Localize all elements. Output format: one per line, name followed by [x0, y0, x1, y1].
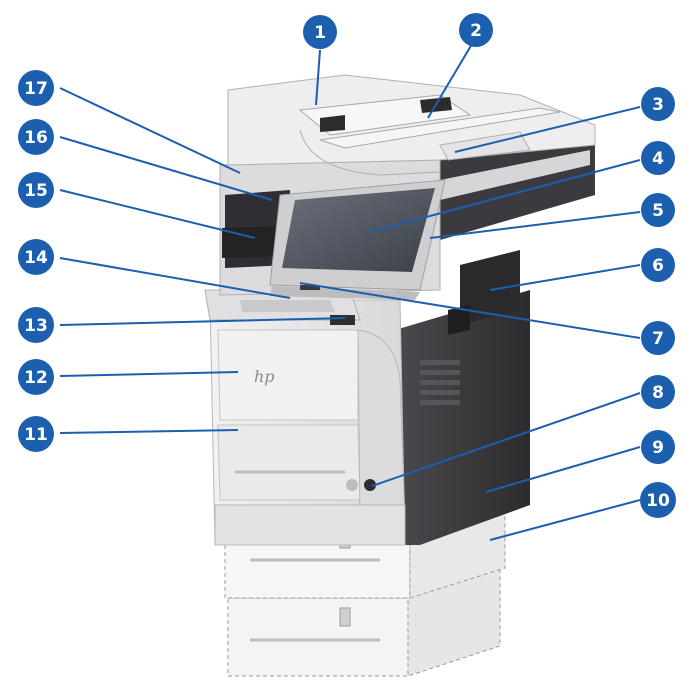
callout-label-9: 9	[652, 438, 664, 458]
callout-label-5: 5	[652, 201, 664, 221]
leader-14	[59, 257, 291, 299]
callout-12: 12	[18, 359, 54, 395]
leader-3	[454, 106, 641, 153]
callouts: 1 2 3 4 5 6 7 8	[18, 13, 676, 518]
power-button	[364, 479, 376, 491]
leader-1	[315, 49, 321, 106]
hp-logo: hp	[254, 367, 275, 386]
callout-10: 10	[640, 482, 676, 518]
callout-label-15: 15	[24, 181, 48, 201]
callout-15: 15	[18, 172, 54, 208]
leader-6	[489, 264, 641, 291]
callout-label-17: 17	[24, 79, 48, 99]
callout-label-14: 14	[24, 248, 48, 268]
callout-3: 3	[641, 87, 675, 121]
usb-port	[300, 285, 320, 290]
printer-main-body: hp	[209, 290, 530, 546]
callout-6: 6	[641, 248, 675, 282]
output-bin	[204, 289, 361, 325]
callout-label-10: 10	[646, 491, 670, 511]
callout-17: 17	[18, 70, 54, 106]
callout-5: 5	[641, 193, 675, 227]
control-panel	[269, 179, 446, 300]
leader-2	[427, 43, 473, 119]
leader-9	[485, 446, 641, 493]
callout-label-16: 16	[24, 128, 48, 148]
callout-7: 7	[641, 321, 675, 355]
leader-11	[59, 429, 239, 434]
callout-11: 11	[18, 416, 54, 452]
leader-15	[59, 189, 256, 239]
callout-label-7: 7	[652, 329, 664, 349]
touchscreen-display	[282, 188, 435, 272]
leader-16	[59, 136, 273, 201]
leader-5	[429, 211, 641, 239]
leader-lines	[59, 43, 641, 541]
callout-label-13: 13	[24, 316, 48, 336]
callout-2: 2	[459, 13, 493, 47]
leader-13	[59, 317, 346, 326]
leader-4	[369, 159, 641, 233]
leader-8	[371, 392, 641, 487]
callout-label-6: 6	[652, 256, 664, 276]
callout-4: 4	[641, 141, 675, 175]
callout-label-1: 1	[314, 23, 326, 43]
callout-label-8: 8	[652, 383, 664, 403]
leader-7	[299, 282, 641, 339]
callout-label-3: 3	[652, 95, 664, 115]
side-vent	[420, 360, 460, 405]
leader-10	[489, 499, 641, 541]
callout-14: 14	[18, 239, 54, 275]
keyboard-drawer	[448, 250, 520, 335]
leader-17	[59, 87, 241, 174]
callout-label-4: 4	[652, 149, 664, 169]
callout-13: 13	[18, 307, 54, 343]
callout-9: 9	[641, 430, 675, 464]
leader-12	[59, 371, 239, 377]
callout-1: 1	[303, 15, 337, 49]
callout-label-12: 12	[24, 368, 48, 388]
callout-8: 8	[641, 375, 675, 409]
printer-illustration: hp	[204, 74, 596, 677]
callout-label-2: 2	[470, 21, 482, 41]
callout-16: 16	[18, 119, 54, 155]
callout-label-11: 11	[24, 425, 48, 445]
